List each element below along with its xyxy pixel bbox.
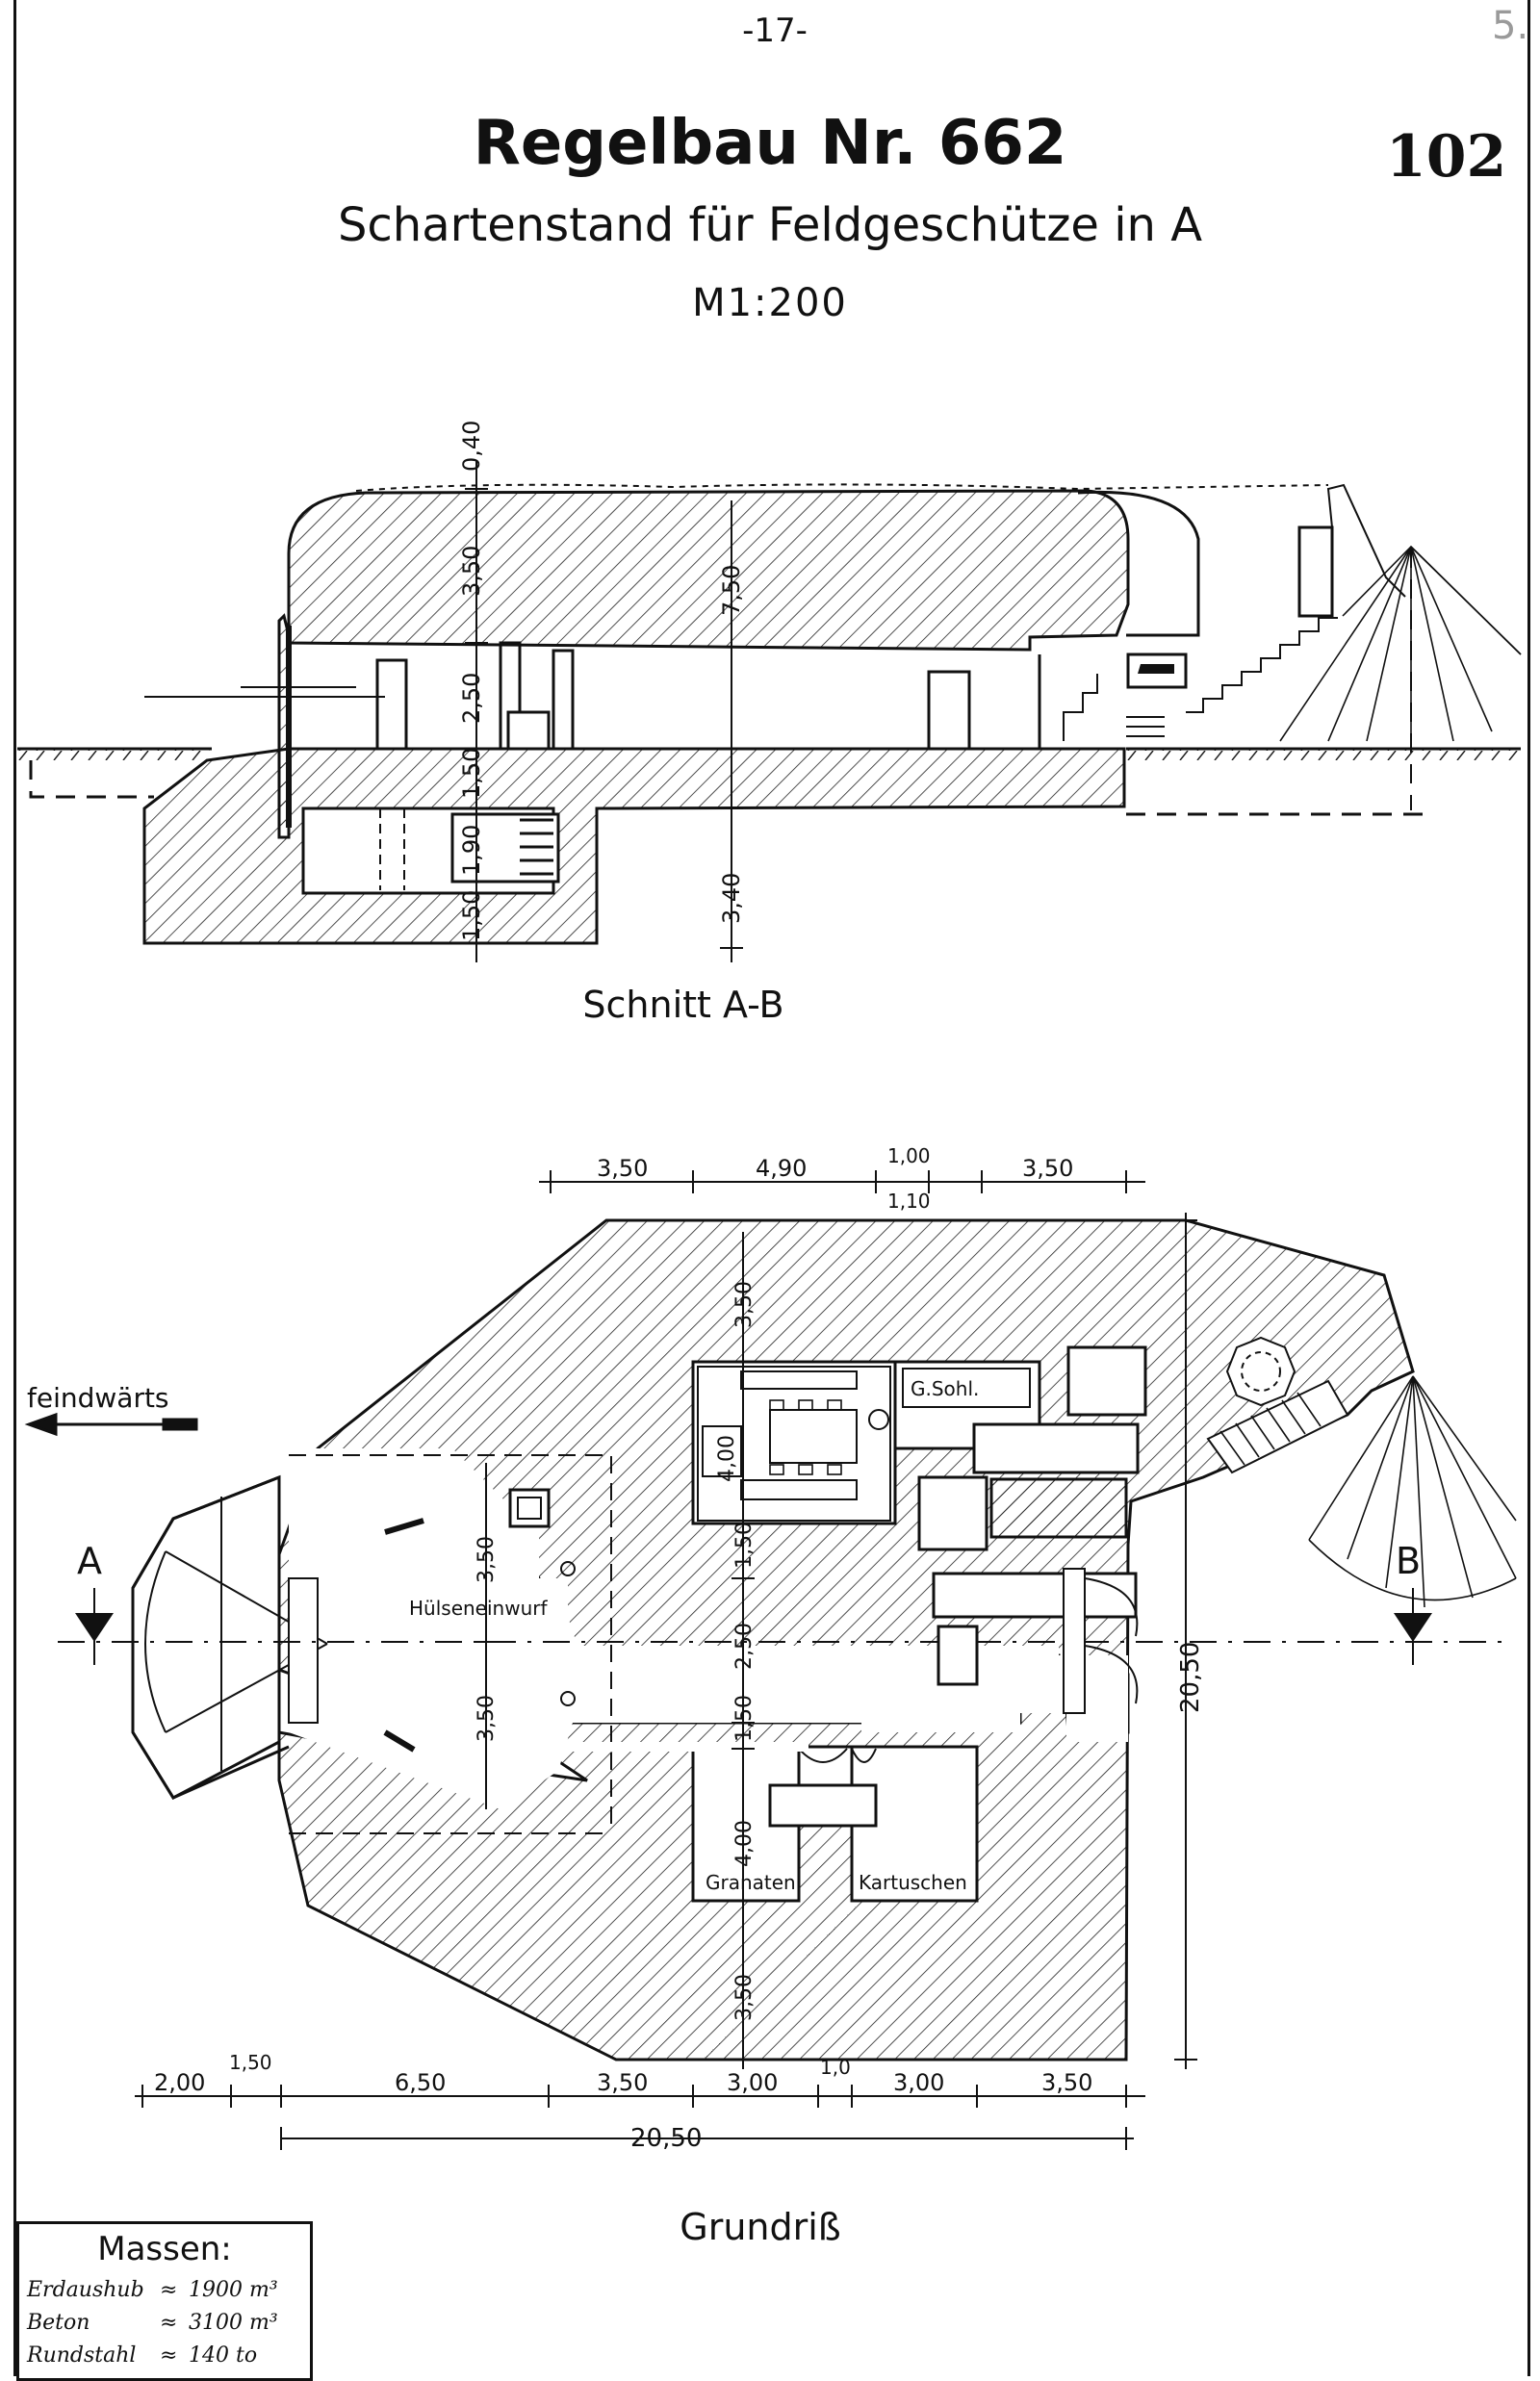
sheet-number: 102: [1386, 123, 1507, 191]
bottom-dim-1: 2,00: [154, 2069, 205, 2096]
dim-040: 0,40: [458, 421, 485, 472]
dim-150a: 1,50: [458, 748, 485, 799]
section-dim-labels: 0,40 3,50 7,50 2,50 1,50 1,90 1,50 3,40: [458, 421, 745, 941]
observation-turret: [1225, 1336, 1296, 1407]
plan-earth-fan: [1308, 1375, 1517, 1608]
inner-dim-6: 4,00: [732, 1820, 757, 1867]
bottom-dim-7: 3,00: [893, 2069, 944, 2096]
exit-stair: [1063, 674, 1098, 741]
drawing-scale: M1:200: [692, 281, 848, 325]
door-2: [927, 670, 971, 751]
corner-mark: 5.: [1492, 4, 1529, 48]
bottom-dim-2: 1,50: [229, 2051, 272, 2074]
dim-340: 3,40: [718, 873, 745, 924]
upper-stair-room: [1066, 1345, 1147, 1417]
drawing-title: Regelbau Nr. 662: [473, 108, 1067, 179]
top-dim-1: 3,50: [597, 1155, 648, 1182]
inner-dim-1: 3,50: [732, 1281, 757, 1328]
direction-label: feindwärts: [27, 1382, 169, 1414]
plan-labels: feindwärts A B G.Sohl. Hülseneinwurf Gra…: [27, 1144, 1421, 2153]
table: [769, 1409, 858, 1464]
dim-150b: 1,50: [458, 890, 485, 941]
massen-value-1: 1900 m³: [189, 2278, 278, 2302]
bottom-dim-8: 3,50: [1041, 2069, 1092, 2096]
drawing-subtitle: Schartenstand für Feldgeschütze in A: [337, 198, 1203, 252]
bottom-dim-6: 1,0: [820, 2056, 851, 2079]
dim-750: 7,50: [718, 565, 745, 616]
bottom-dim-5: 3,00: [727, 2069, 778, 2096]
page-number: -17-: [742, 12, 808, 50]
top-dim-4: 1,10: [887, 1190, 931, 1213]
inner-dim-9: 3,50: [475, 1695, 499, 1742]
embrasure-lower: [131, 1731, 290, 1800]
massen-label-2: Beton: [27, 2311, 90, 2335]
room-huelseneinwurf: Hülseneinwurf: [409, 1597, 548, 1620]
roof-slab: [287, 489, 1130, 652]
room-gsohl: G.Sohl.: [911, 1377, 979, 1400]
top-dim-5: 3,50: [1022, 1155, 1073, 1182]
dim-250: 2,50: [458, 673, 485, 724]
roof-soil-line: [355, 483, 1329, 492]
dim-190: 1,90: [458, 825, 485, 876]
inner-dim-3: 1,50: [732, 1522, 757, 1569]
massen-sym-2: ≈: [160, 2311, 178, 2335]
massen-label-1: Erdaushub: [27, 2278, 144, 2302]
massen-title: Massen:: [97, 2230, 232, 2268]
portal-arch: [1077, 490, 1200, 637]
top-dim-2: 4,90: [756, 1155, 807, 1182]
inner-dim-7: 3,50: [732, 1974, 757, 2021]
inner-dim-5: 1,50: [732, 1695, 757, 1742]
room-granaten: Granaten: [706, 1871, 796, 1894]
outer-stair: [1186, 617, 1338, 713]
bottom-dim-3: 6,50: [395, 2069, 446, 2096]
massen-sym-1: ≈: [160, 2278, 178, 2302]
page-frame: [13, 0, 1530, 2376]
massen-value-3: 140 to: [189, 2343, 258, 2368]
room-kartuschen: Kartuschen: [859, 1871, 967, 1894]
inner-dim-2: 4,00: [715, 1435, 739, 1482]
massen-value-2: 3100 m³: [189, 2311, 278, 2335]
plan-outer-stair: [1206, 1379, 1349, 1474]
ground-hatch-left: [17, 749, 210, 760]
dim-350: 3,50: [458, 546, 485, 597]
embrasure: [131, 1474, 281, 1800]
obs-post: [1297, 525, 1334, 618]
right-dim: 20,50: [1176, 1642, 1205, 1713]
dashed-excavation-left: [29, 760, 154, 799]
plan-view: [24, 1170, 1517, 2150]
door-1: [375, 658, 408, 751]
marker-b: B: [1396, 1540, 1421, 1582]
gun-traverse-arc: [144, 1550, 167, 1733]
section-caption: Schnitt A-B: [582, 984, 784, 1026]
exit-sign-box: [1126, 653, 1188, 689]
total-width: 20,50: [630, 2124, 702, 2153]
plan-caption: Grundriß: [680, 2206, 841, 2248]
massen-box: Massen: Erdaushub ≈ 1900 m³ Beton ≈ 3100…: [16, 2221, 313, 2381]
ground-hatch-right: [1126, 749, 1521, 760]
top-dim-3: 1,00: [887, 1144, 931, 1167]
bottom-dim-4: 3,50: [597, 2069, 648, 2096]
marker-a: A: [77, 1540, 102, 1582]
inner-dim-8: 3,50: [475, 1536, 499, 1583]
gsohl-box: [902, 1368, 1031, 1408]
earth-fan: [1279, 545, 1522, 742]
massen-sym-3: ≈: [160, 2343, 178, 2368]
section-view: [17, 460, 1522, 962]
inner-dim-4: 2,50: [732, 1623, 757, 1670]
massen-label-3: Rundstahl: [27, 2343, 137, 2368]
